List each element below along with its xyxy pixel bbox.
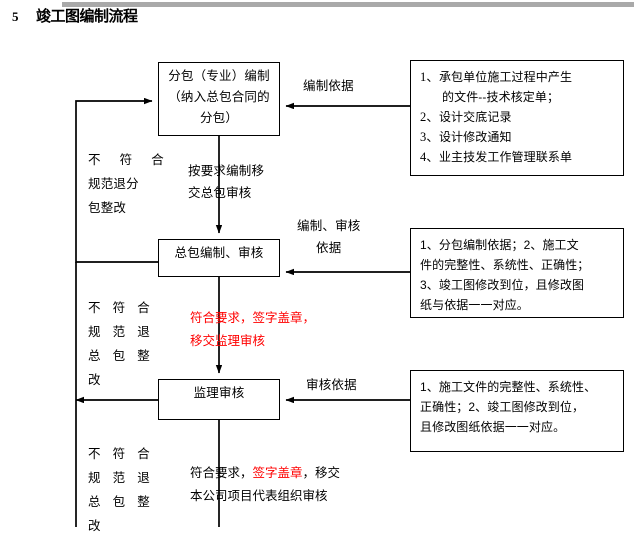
note-item: 的文件--技术核定单；	[420, 87, 616, 107]
label-pass-to-supervisor: 符合要求，签字盖章， 移交监理审核	[190, 311, 316, 348]
note-line: 且修改图纸依据一一对应。	[420, 420, 566, 434]
header-rule	[62, 2, 634, 7]
pass-text-plain: 审核	[302, 489, 328, 503]
reject-line: 总包整	[88, 349, 150, 363]
pass-text-plain: ，移	[302, 466, 328, 480]
note-text: 设计交底记录	[438, 110, 512, 124]
reject-line: 规范退	[88, 325, 150, 339]
pass-text-plain: 交本公司项目代表组织	[190, 466, 341, 503]
label-review-basis: 审核依据	[306, 378, 357, 392]
note-index: 2、	[420, 110, 439, 124]
reject-line: 改	[88, 373, 101, 387]
reject-line: 不符合	[88, 153, 164, 167]
note-item: 1、承包单位施工过程中产生	[420, 67, 616, 87]
note-box-supervisor-basis[interactable]: 1、施工文件的完整性、系统性、 正确性；2、竣工图修改到位， 且修改图纸依据一一…	[410, 370, 624, 452]
process-box-subcontractor[interactable]: 分包（专业）编制（纳入总包合同的分包）	[158, 62, 280, 136]
process-box-general-contractor[interactable]: 总包编制、审核	[158, 239, 280, 277]
pass-text-plain: 符合要求，	[190, 466, 253, 480]
process-box-supervisor[interactable]: 监理审核	[158, 379, 280, 420]
reject-line: 包整改	[88, 201, 127, 215]
note-item: 2、设计交底记录	[420, 107, 616, 127]
note-line: 3、竣工图修改到位，且修改图	[420, 278, 585, 292]
label-pass-to-company: 符合要求，签字盖章，移交本公司项目代表组织审核	[190, 462, 350, 508]
note-text: 承包单位施工过程中产生	[438, 70, 573, 84]
page-title: 竣工图编制流程	[36, 7, 138, 25]
reject-line: 规范退分	[88, 177, 139, 191]
note-item: 3、设计修改通知	[420, 127, 616, 147]
note-line: 纸与依据一一对应。	[420, 298, 529, 312]
note-box-general-basis[interactable]: 1、分包编制依据；2、施工文 件的完整性、系统性、正确性； 3、竣工图修改到位，…	[410, 228, 624, 318]
label-reject-subcontractor: 不符合 规范退分 包整改	[88, 148, 164, 220]
label-submit-to-general: 按要求编制移 交总包审核	[188, 164, 265, 200]
pass-text-highlight: 签字盖章	[252, 466, 303, 480]
reject-line: 规范退	[88, 471, 150, 485]
label-reject-supervisor: 不符合 规范退 总包整 改	[88, 442, 150, 538]
note-index: 4、	[420, 150, 439, 164]
note-text: 的文件--技术核定单；	[442, 90, 560, 104]
label-audit-basis: 编制、审核 依据	[297, 219, 361, 255]
note-line: 1、施工文件的完整性、系统性、	[420, 380, 597, 394]
reject-line: 不符合	[88, 447, 150, 461]
reject-line: 改	[88, 519, 101, 533]
label-reject-general: 不符合 规范退 总包整 改	[88, 296, 150, 392]
label-edit-basis: 编制依据	[303, 79, 354, 93]
reject-line: 总包整	[88, 495, 150, 509]
note-line: 件的完整性、系统性、正确性；	[420, 258, 590, 272]
flowchart-canvas: 5 竣工图编制流程	[12, 2, 634, 533]
note-text: 业主技发工作管理联系单	[438, 150, 573, 164]
note-line: 正确性；2、竣工图修改到位，	[420, 400, 585, 414]
reject-line: 不符合	[88, 301, 150, 315]
note-index: 3、	[420, 130, 439, 144]
section-number: 5	[12, 9, 19, 24]
note-index: 1、	[420, 70, 439, 84]
note-box-editing-basis[interactable]: 1、承包单位施工过程中产生 的文件--技术核定单； 2、设计交底记录 3、设计修…	[410, 60, 624, 176]
note-item: 4、业主技发工作管理联系单	[420, 147, 616, 167]
note-text: 设计修改通知	[438, 130, 512, 144]
note-line: 1、分包编制依据；2、施工文	[420, 238, 579, 252]
